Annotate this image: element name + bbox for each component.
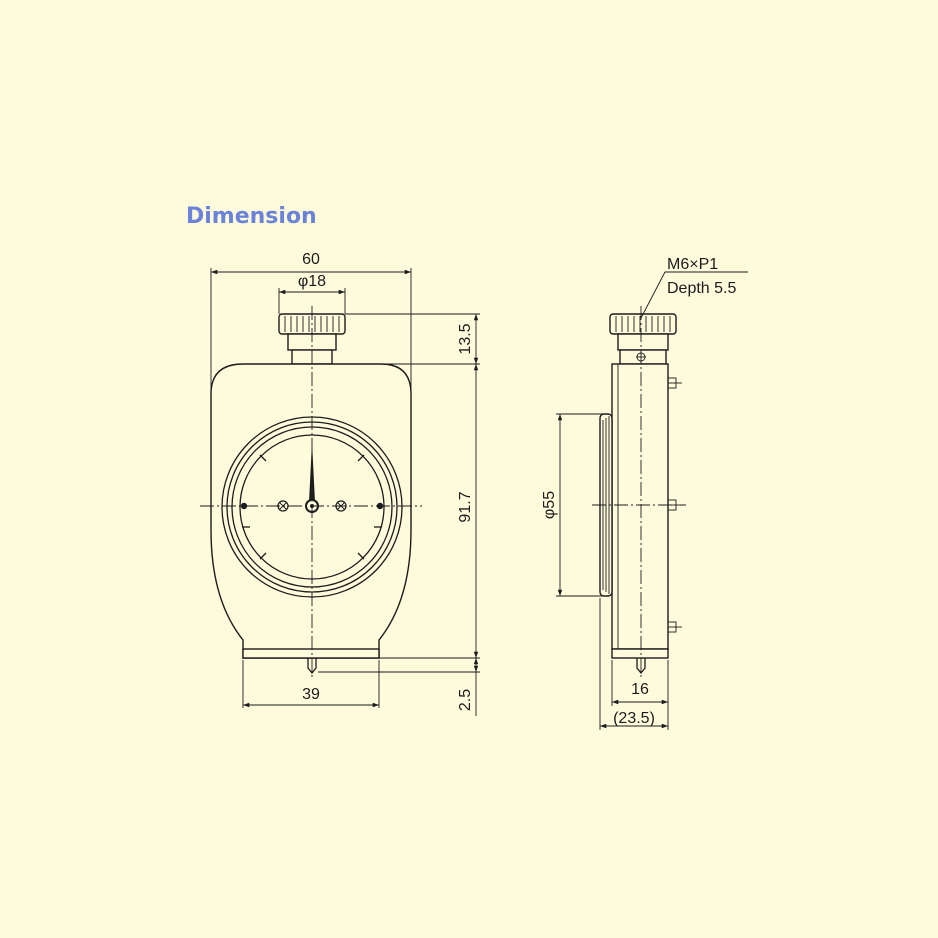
thread-leader: [640, 271, 748, 319]
thread-spec-label: M6×P1: [667, 256, 718, 273]
front-base-plate: [242, 648, 380, 659]
side-view: M6×P1 Depth 5.5 φ55 16 (23.5): [541, 256, 748, 730]
front-indenter: [307, 658, 317, 675]
front-view: 60 φ18 39 13.5 91.7 2.5: [200, 251, 480, 716]
side-base-plate: [611, 648, 669, 659]
dim-bottom-width-label: 39: [302, 686, 320, 703]
dim-knob-height-label: 13.5: [457, 323, 474, 354]
dim-dial-diameter-label: φ55: [541, 491, 558, 519]
side-body: [611, 363, 669, 650]
dim-indenter-height-label: 2.5: [457, 689, 474, 711]
side-indenter: [636, 658, 646, 675]
dial-ticks: [242, 454, 382, 560]
dim-overall-depth-label: (23.5): [613, 710, 655, 727]
dim-body-height-label: 91.7: [457, 491, 474, 522]
dim-stem-diameter-label: φ18: [298, 273, 326, 290]
thread-depth-label: Depth 5.5: [667, 280, 736, 297]
page-title: Dimension: [186, 204, 317, 229]
dim-width-label: 60: [302, 251, 320, 268]
dim-body-depth-label: 16: [631, 681, 649, 698]
side-knob: [609, 313, 677, 365]
